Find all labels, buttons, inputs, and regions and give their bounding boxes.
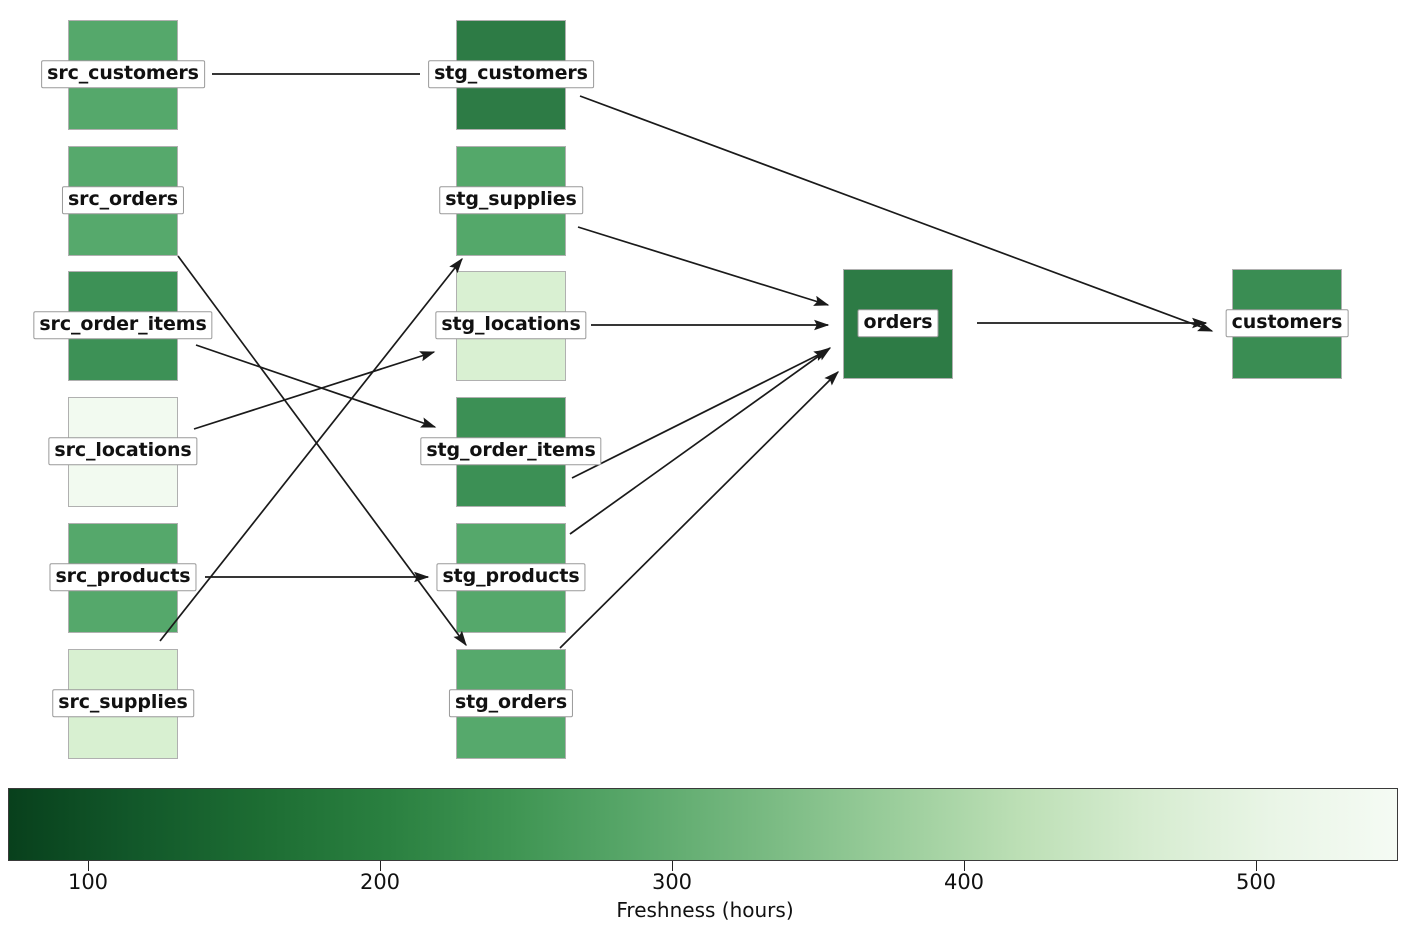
colorbar-tick-400 [964,861,965,871]
colorbar-ticklabel-300: 300 [651,870,693,894]
colorbar-tick-100 [88,861,89,871]
colorbar-ticklabel-500: 500 [1235,870,1277,894]
node-label-stg-orders[interactable]: stg_orders [448,689,574,717]
node-label-src-locations[interactable]: src_locations [48,437,198,465]
node-label-stg-order-items[interactable]: stg_order_items [420,437,602,465]
edge-src-order-items-to-stg-order-items [195,344,437,428]
colorbar-tick-200 [380,861,381,871]
colorbar-tick-300 [672,861,673,871]
node-label-src-order-items[interactable]: src_order_items [33,311,213,339]
node-label-orders[interactable]: orders [857,309,939,337]
edge-stg-orders-to-orders [559,371,839,649]
freshness-colorbar [8,788,1398,861]
colorbar-axis-label: Freshness (hours) [616,898,794,922]
node-label-stg-customers[interactable]: stg_customers [428,60,594,88]
node-label-stg-products[interactable]: stg_products [436,563,586,591]
edge-src-locations-to-stg-locations [193,351,436,430]
colorbar-tick-500 [1256,861,1257,871]
node-label-src-customers[interactable]: src_customers [41,60,205,88]
edge-stg-order-items-to-orders [571,349,830,479]
node-label-src-products[interactable]: src_products [49,563,197,591]
node-label-stg-locations[interactable]: stg_locations [435,311,587,339]
colorbar-ticklabel-100: 100 [67,870,109,894]
edge-stg-supplies-to-orders [577,226,830,306]
edge-stg-products-to-orders [569,347,832,535]
colorbar-ticklabel-400: 400 [943,870,985,894]
node-label-customers[interactable]: customers [1225,309,1349,337]
node-label-stg-supplies[interactable]: stg_supplies [439,186,583,214]
colorbar-ticklabel-200: 200 [359,870,401,894]
node-label-src-orders[interactable]: src_orders [61,186,185,214]
node-label-src-supplies[interactable]: src_supplies [52,689,194,717]
